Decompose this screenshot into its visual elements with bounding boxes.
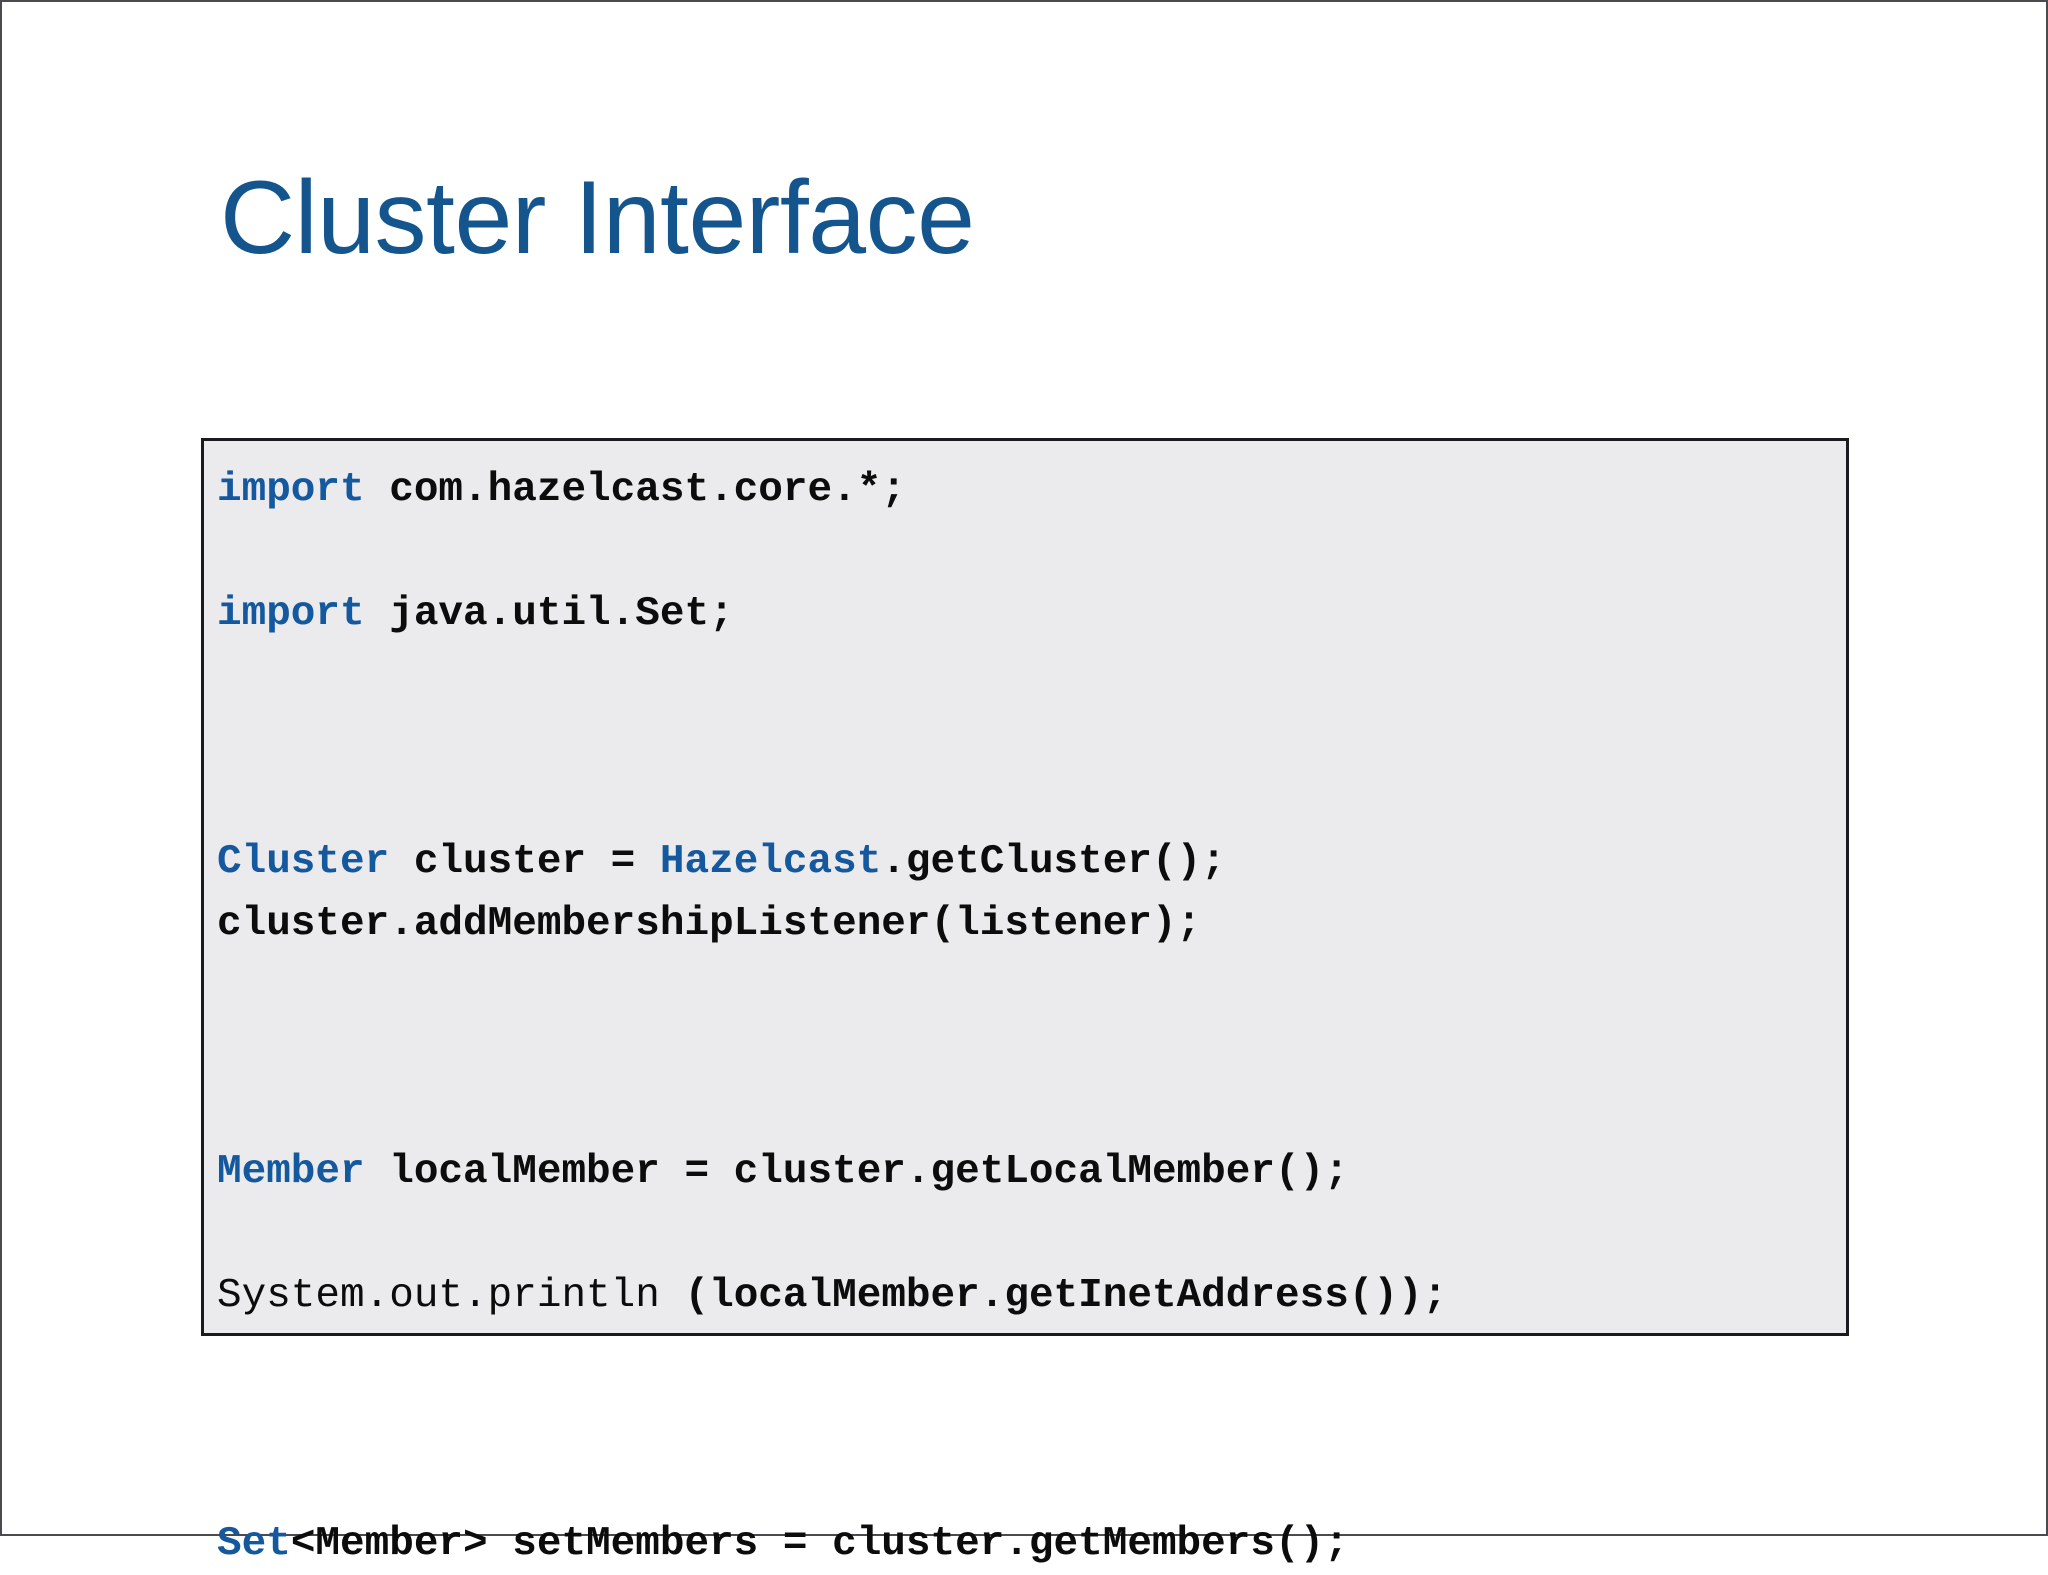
code-keyword: Set	[217, 1521, 291, 1567]
code-text: com.hazelcast.core.*;	[364, 467, 906, 513]
code-line: Member localMember = cluster.getLocalMem…	[217, 1141, 1840, 1203]
code-block-content: import com.hazelcast.core.*; import java…	[217, 459, 1840, 1567]
code-line-blank	[217, 769, 1840, 831]
code-text: .getCluster();	[881, 839, 1226, 885]
page-title: Cluster Interface	[220, 160, 975, 276]
code-line: cluster.addMembershipListener(listener);	[217, 893, 1840, 955]
code-line-blank	[217, 1327, 1840, 1389]
code-keyword: import	[217, 591, 365, 637]
code-text: cluster =	[389, 839, 660, 885]
code-line-blank	[217, 1203, 1840, 1265]
code-line-blank	[217, 1079, 1840, 1141]
code-line-blank	[217, 1451, 1840, 1513]
code-keyword: import	[217, 467, 365, 513]
code-keyword: Member	[217, 1149, 365, 1195]
code-line-blank	[217, 955, 1840, 1017]
code-line-blank	[217, 645, 1840, 707]
code-line: System.out.println (localMember.getInetA…	[217, 1265, 1840, 1327]
code-keyword: Hazelcast	[659, 839, 882, 885]
code-text: java.util.Set;	[364, 591, 734, 637]
code-line-blank	[217, 1389, 1840, 1451]
code-line: Set<Member> setMembers = cluster.getMemb…	[217, 1513, 1840, 1575]
code-text: (localMember.getInetAddress());	[684, 1273, 1448, 1319]
code-text: <Member> setMembers = cluster.getMembers…	[290, 1521, 1349, 1567]
code-block: import com.hazelcast.core.*; import java…	[201, 438, 1849, 1567]
code-text: System.out.println	[217, 1273, 685, 1319]
code-text: cluster.addMembershipListener(listener);	[217, 901, 1202, 947]
code-line-blank	[217, 707, 1840, 769]
code-line: import java.util.Set;	[217, 583, 1840, 645]
code-keyword: Cluster	[217, 839, 390, 885]
code-line: import com.hazelcast.core.*;	[217, 459, 1840, 521]
code-line-blank	[217, 1017, 1840, 1079]
code-line-blank	[217, 521, 1840, 583]
code-line: Cluster cluster = Hazelcast.getCluster()…	[217, 831, 1840, 893]
code-text: localMember = cluster.getLocalMember();	[364, 1149, 1349, 1195]
